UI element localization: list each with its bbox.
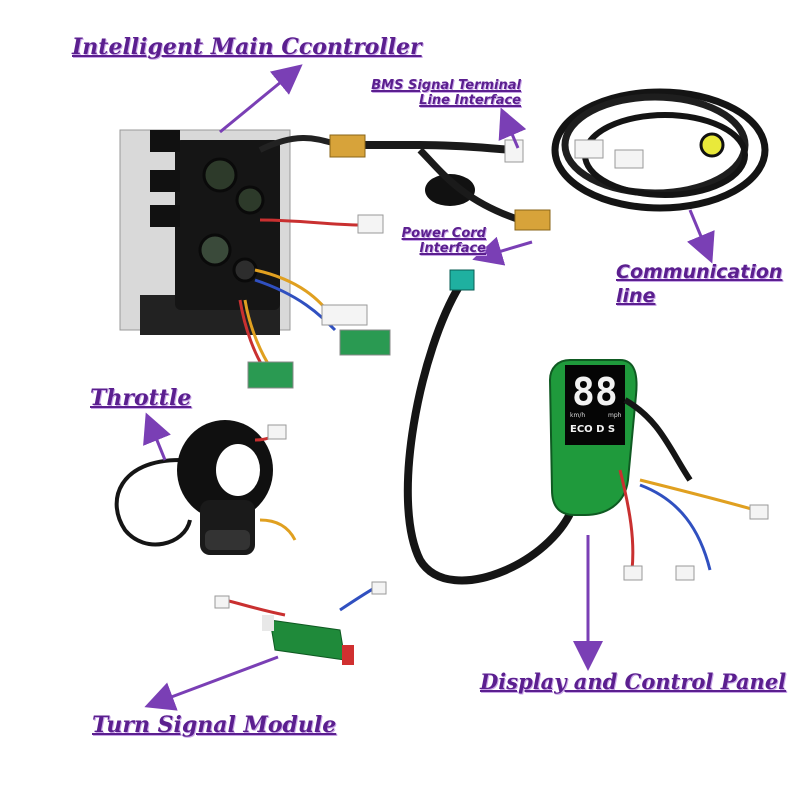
label-turn-signal-module: Turn Signal Module bbox=[92, 712, 337, 738]
display-mode: ECO D S bbox=[570, 424, 615, 435]
arrow-communication bbox=[686, 209, 715, 264]
label-bms-line1: BMS Signal Terminal bbox=[371, 78, 521, 93]
label-power-cord-interface: Power Cord Interface bbox=[390, 226, 486, 256]
arrow-power bbox=[472, 236, 533, 266]
label-bms-signal-terminal: BMS Signal Terminal Line Interface bbox=[356, 78, 521, 108]
arrow-throttle bbox=[143, 412, 171, 461]
turn-signal-board bbox=[214, 581, 387, 665]
arrow-bms bbox=[498, 107, 527, 149]
display-unit-right: mph bbox=[608, 412, 622, 419]
label-throttle: Throttle bbox=[90, 385, 192, 411]
label-communication-line: Communication line bbox=[616, 260, 782, 308]
label-power-line1: Power Cord bbox=[401, 226, 486, 241]
callout-arrows bbox=[143, 64, 715, 711]
display-speed-digits: 88 bbox=[572, 370, 618, 414]
label-comm-line2: line bbox=[616, 285, 656, 307]
arrow-controller bbox=[219, 64, 303, 134]
label-intelligent-main-controller: Intelligent Main Ccontroller bbox=[72, 34, 422, 60]
display-panel bbox=[403, 269, 769, 585]
label-power-line2: Interface bbox=[419, 241, 487, 256]
throttle-unit bbox=[114, 420, 297, 555]
label-display-control-panel: Display and Control Panel bbox=[480, 669, 787, 694]
arrow-turn-signal bbox=[144, 655, 279, 711]
label-comm-line1: Communication bbox=[616, 261, 783, 283]
display-unit-left: km/h bbox=[570, 412, 585, 419]
main-controller bbox=[119, 129, 551, 389]
label-bms-line2: Line Interface bbox=[419, 93, 521, 108]
communication-cable bbox=[551, 88, 769, 212]
